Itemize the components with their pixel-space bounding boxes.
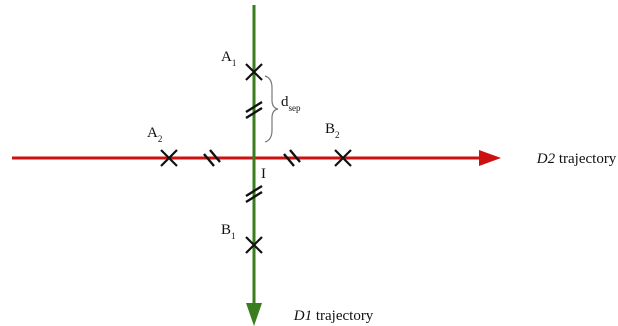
- d1-arrowhead-icon: [246, 303, 262, 326]
- separation-brace-icon: [264, 75, 279, 143]
- label-a2: A2: [147, 125, 162, 144]
- d1-trajectory-label: D1 trajectory: [275, 308, 385, 324]
- double-slash-d2-right-icon: [283, 149, 301, 167]
- double-slash-d1-upper-icon: [245, 100, 263, 120]
- label-separation: dsep: [281, 94, 301, 113]
- double-slash-d2-left-icon: [203, 149, 221, 167]
- d2-arrowhead-icon: [479, 150, 501, 166]
- d1-trajectory: [246, 5, 262, 326]
- double-slash-d1-lower-icon: [245, 184, 263, 204]
- d2-trajectory-label: D2 trajectory: [518, 151, 618, 167]
- label-a1: A1: [221, 49, 236, 68]
- d2-trajectory: [12, 150, 501, 166]
- label-intersection: I: [261, 166, 266, 182]
- cross-mark-a1-icon: [245, 63, 263, 81]
- label-b2: B2: [325, 121, 340, 140]
- cross-mark-b2-icon: [334, 149, 352, 167]
- cross-mark-a2-icon: [160, 149, 178, 167]
- label-b1: B1: [221, 222, 236, 241]
- cross-mark-b1-icon: [245, 236, 263, 254]
